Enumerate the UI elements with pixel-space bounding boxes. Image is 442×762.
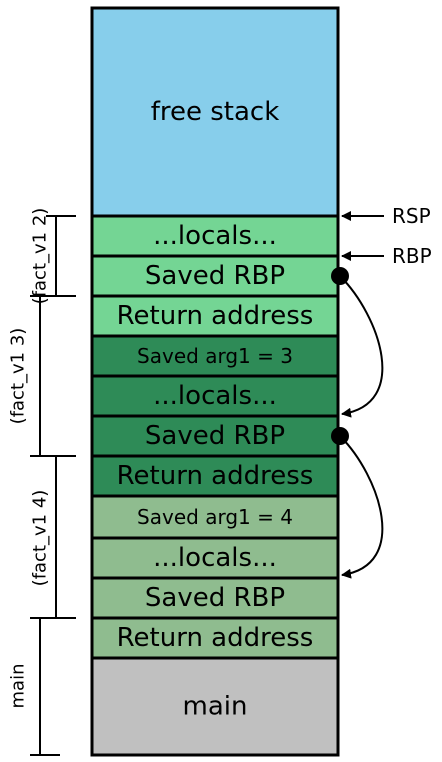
stack-block-rect [90, 6, 340, 218]
stack-block-rect [90, 294, 340, 338]
stack-block-label: Saved arg1 = 3 [137, 344, 293, 368]
stack-block-label: Saved RBP [145, 583, 285, 613]
saved-rbp-links [331, 267, 384, 579]
stack-block-rect [90, 374, 340, 418]
stack-block: main [90, 656, 340, 757]
stack-block: ...locals... [90, 374, 340, 418]
stack-block-label: Return address [117, 461, 314, 491]
frame-brackets: (fact_v1 2) (fact_v1 3) (fact_v1 4) main [8, 208, 76, 756]
register-pointers: RSP RBP [341, 204, 432, 268]
frame-bracket: main [8, 617, 60, 756]
stack-block-rect [90, 656, 340, 757]
stack-block-label: ...locals... [153, 543, 277, 573]
link-origin-dot [331, 267, 349, 285]
frame-label: (fact_v1 4) [30, 490, 51, 587]
stack-block-label: Saved arg1 = 4 [137, 505, 293, 529]
frame-label: (fact_v1 3) [8, 328, 29, 425]
stack-block-rect [90, 616, 340, 660]
stack-block-label: Saved RBP [145, 421, 285, 451]
saved-rbp-link [331, 427, 384, 579]
stack-block: Return address [90, 294, 340, 338]
stack-block: Saved arg1 = 3 [90, 334, 340, 378]
stack-block: free stack [90, 6, 340, 218]
stack-blocks: free stack ...locals... Saved RBP Return ad… [90, 6, 340, 757]
frame-bracket: (fact_v1 2) [30, 208, 76, 305]
stack-block-label: free stack [151, 97, 280, 127]
frame-label: (fact_v1 2) [30, 208, 51, 305]
stack-block-rect [90, 576, 340, 620]
saved-rbp-link [331, 267, 384, 418]
register-pointer: RBP [341, 244, 432, 268]
frame-label: main [8, 664, 29, 709]
stack-block-rect [90, 536, 340, 580]
stack-block-rect [90, 454, 340, 498]
stack-block: Saved RBP [90, 414, 340, 458]
stack-block: ...locals... [90, 536, 340, 580]
register-pointer: RSP [341, 204, 431, 228]
frame-bracket: (fact_v1 3) [8, 295, 60, 457]
frame-bracket: (fact_v1 4) [30, 455, 76, 619]
stack-block: Saved RBP [90, 254, 340, 298]
pointer-label: RSP [392, 204, 431, 228]
stack-block: Saved RBP [90, 576, 340, 620]
stack-block: Return address [90, 616, 340, 660]
stack-block: ...locals... [90, 214, 340, 258]
stack-block-label: Return address [117, 623, 314, 653]
stack-block-label: ...locals... [153, 381, 277, 411]
stack-block-label: Saved RBP [145, 261, 285, 291]
link-curve-arrow [339, 435, 384, 579]
link-origin-dot [331, 427, 349, 445]
stack-block-label: main [183, 692, 248, 722]
stack-block-label: Return address [117, 301, 314, 331]
stack-block: Return address [90, 454, 340, 498]
pointer-label: RBP [392, 244, 432, 268]
link-curve-arrow [339, 275, 384, 418]
stack-block-label: ...locals... [153, 221, 277, 251]
stack-block: Saved arg1 = 4 [90, 494, 340, 540]
